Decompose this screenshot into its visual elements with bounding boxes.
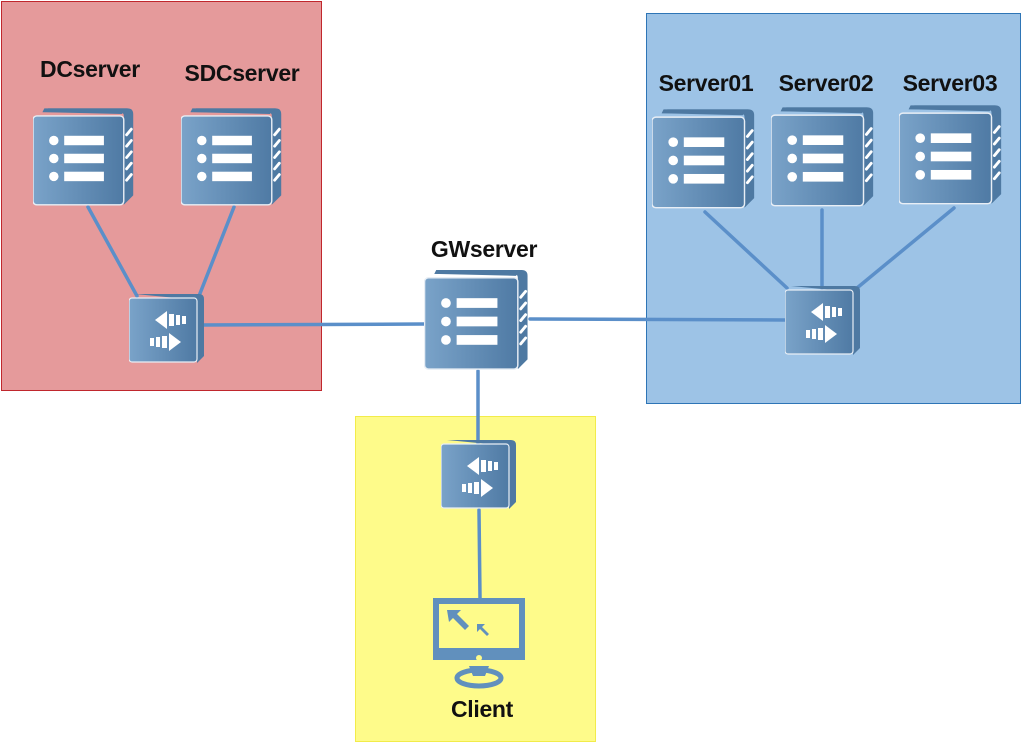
link-server03-switch [855,206,956,290]
server02-node[interactable] [771,105,877,211]
switch-icon [129,294,205,364]
server-icon [652,107,756,210]
server01-label: Server01 [658,70,754,96]
server01-node[interactable] [652,107,758,213]
server03-node[interactable] [899,103,1005,209]
link-gwserver-switch-servers [528,317,787,322]
link-server01-switch [703,210,789,290]
server03-label: Server03 [902,70,998,96]
server-icon [33,108,135,207]
server-icon [771,105,875,208]
server02-label: Server02 [778,70,874,96]
sdcserver-node[interactable] [181,108,285,208]
dcserver-label: DCserver [40,56,140,82]
client-label: Client [450,696,514,722]
link-dcserver-switch [86,205,139,298]
switch-dc-node[interactable] [129,294,205,364]
dcserver-node[interactable] [33,108,137,208]
switch-icon [785,286,861,356]
server-icon [424,270,530,371]
gwserver-node[interactable] [424,270,532,372]
link-switch-client [477,508,482,600]
server-icon [181,108,283,207]
gwserver-label: GWserver [430,236,538,262]
sdcserver-label: SDCserver [184,60,300,86]
switch-icon [441,440,517,510]
switch-servers-node[interactable] [785,286,861,356]
switch-client-node[interactable] [441,440,517,510]
workstation-icon [431,596,527,692]
link-switch-gwserver [199,322,426,327]
link-sdcserver-switch [197,205,236,298]
server-icon [899,103,1003,206]
client-node[interactable] [431,596,527,692]
